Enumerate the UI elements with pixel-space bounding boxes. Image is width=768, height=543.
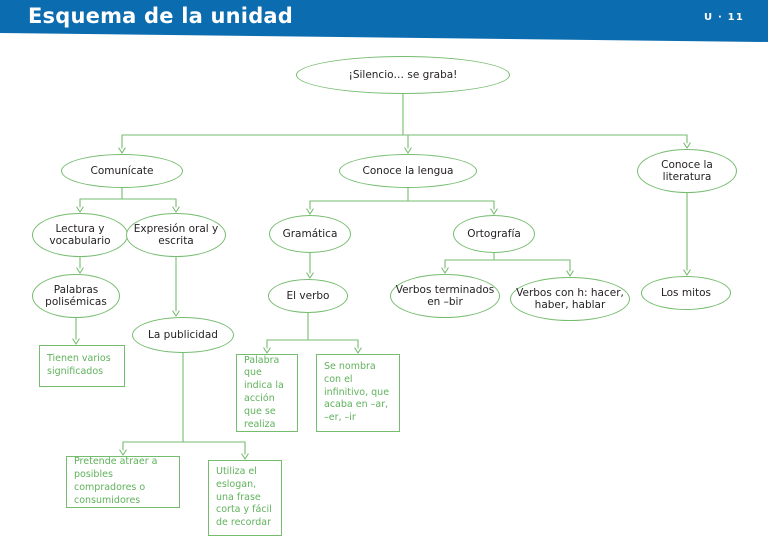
map-node-gramatica: Gramática [269, 215, 351, 253]
map-node-lectura: Lectura y vocabulario [32, 213, 128, 257]
map-node-ortografia: Ortografía [453, 215, 535, 253]
concept-map: ¡Silencio… se graba! Comunícate Conoce la … [0, 42, 768, 543]
connector-arrowhead [120, 450, 126, 455]
map-node-utiliza: Utiliza el eslogan, una frase corta y fá… [208, 460, 282, 536]
map-node-significados: Tienen varios significados [39, 345, 125, 387]
map-node-label: Pretende atraer a posibles compradores o… [74, 456, 172, 507]
connector-arrowhead [684, 270, 690, 275]
map-node-label: Se nombra con el infinitivo, que acaba e… [324, 361, 392, 425]
map-node-palabra-accion: Palabra que indica la acción que se real… [236, 354, 298, 432]
connector-arrowhead [73, 339, 79, 344]
map-node-label: ¡Silencio… se graba! [349, 69, 458, 81]
map-node-label: Tienen varios significados [47, 353, 117, 379]
connector-arrowhead [77, 268, 83, 273]
map-node-label: Expresión oral y escrita [127, 223, 225, 248]
map-node-label: Palabra que indica la acción que se real… [244, 355, 290, 432]
connector-arrowhead [442, 268, 448, 273]
map-node-el-verbo: El verbo [268, 279, 348, 313]
page-header: Esquema de la unidad U · 11 [0, 0, 768, 42]
map-node-label: Palabras polisémicas [33, 284, 119, 309]
map-node-expresion: Expresión oral y escrita [126, 213, 226, 257]
map-node-publicidad: La publicidad [132, 317, 234, 353]
map-node-label: Gramática [283, 228, 338, 240]
connector-arrowhead [77, 207, 83, 212]
connector-arrowhead [405, 148, 411, 153]
map-node-root: ¡Silencio… se graba! [296, 56, 510, 94]
map-node-label: Utiliza el eslogan, una frase corta y fá… [216, 466, 274, 530]
connector-arrowhead [173, 311, 179, 316]
map-node-conoce-lengua: Conoce la lengua [339, 154, 477, 188]
map-node-label: Lectura y vocabulario [33, 223, 127, 248]
page-title: Esquema de la unidad [28, 4, 293, 28]
map-node-label: Comunícate [91, 165, 154, 177]
connector-arrowhead [119, 148, 125, 153]
connector-arrowhead [264, 348, 270, 353]
map-node-label: Verbos con h: hacer, haber, hablar [511, 287, 629, 312]
map-node-label: Conoce la literatura [638, 159, 736, 184]
map-node-label: Verbos terminados en –bir [391, 284, 499, 309]
connector-arrowhead [242, 454, 248, 459]
map-node-se-nombra: Se nombra con el infinitivo, que acaba e… [316, 354, 400, 432]
connector-arrowhead [355, 348, 361, 353]
map-node-label: El verbo [287, 290, 330, 302]
map-node-verbos-h: Verbos con h: hacer, haber, hablar [510, 277, 630, 321]
connector-arrowhead [567, 271, 573, 276]
connector-arrowhead [491, 209, 497, 214]
unit-badge: U · 11 [704, 12, 744, 23]
map-node-pretende: Pretende atraer a posibles compradores o… [66, 456, 180, 508]
connector-arrowhead [684, 143, 690, 148]
map-node-label: Ortografía [467, 228, 521, 240]
connector-arrowhead [307, 209, 313, 214]
map-node-conoce-lit: Conoce la literatura [637, 149, 737, 193]
map-node-verbos-bir: Verbos terminados en –bir [390, 274, 500, 318]
map-node-label: Los mitos [661, 287, 711, 299]
map-node-label: La publicidad [148, 329, 218, 341]
connector-arrowhead [173, 207, 179, 212]
map-node-label: Conoce la lengua [363, 165, 454, 177]
map-node-mitos: Los mitos [641, 276, 731, 310]
connector-arrowhead [307, 273, 313, 278]
map-node-polisemicas: Palabras polisémicas [32, 274, 120, 318]
map-node-comunicate: Comunícate [61, 154, 183, 188]
